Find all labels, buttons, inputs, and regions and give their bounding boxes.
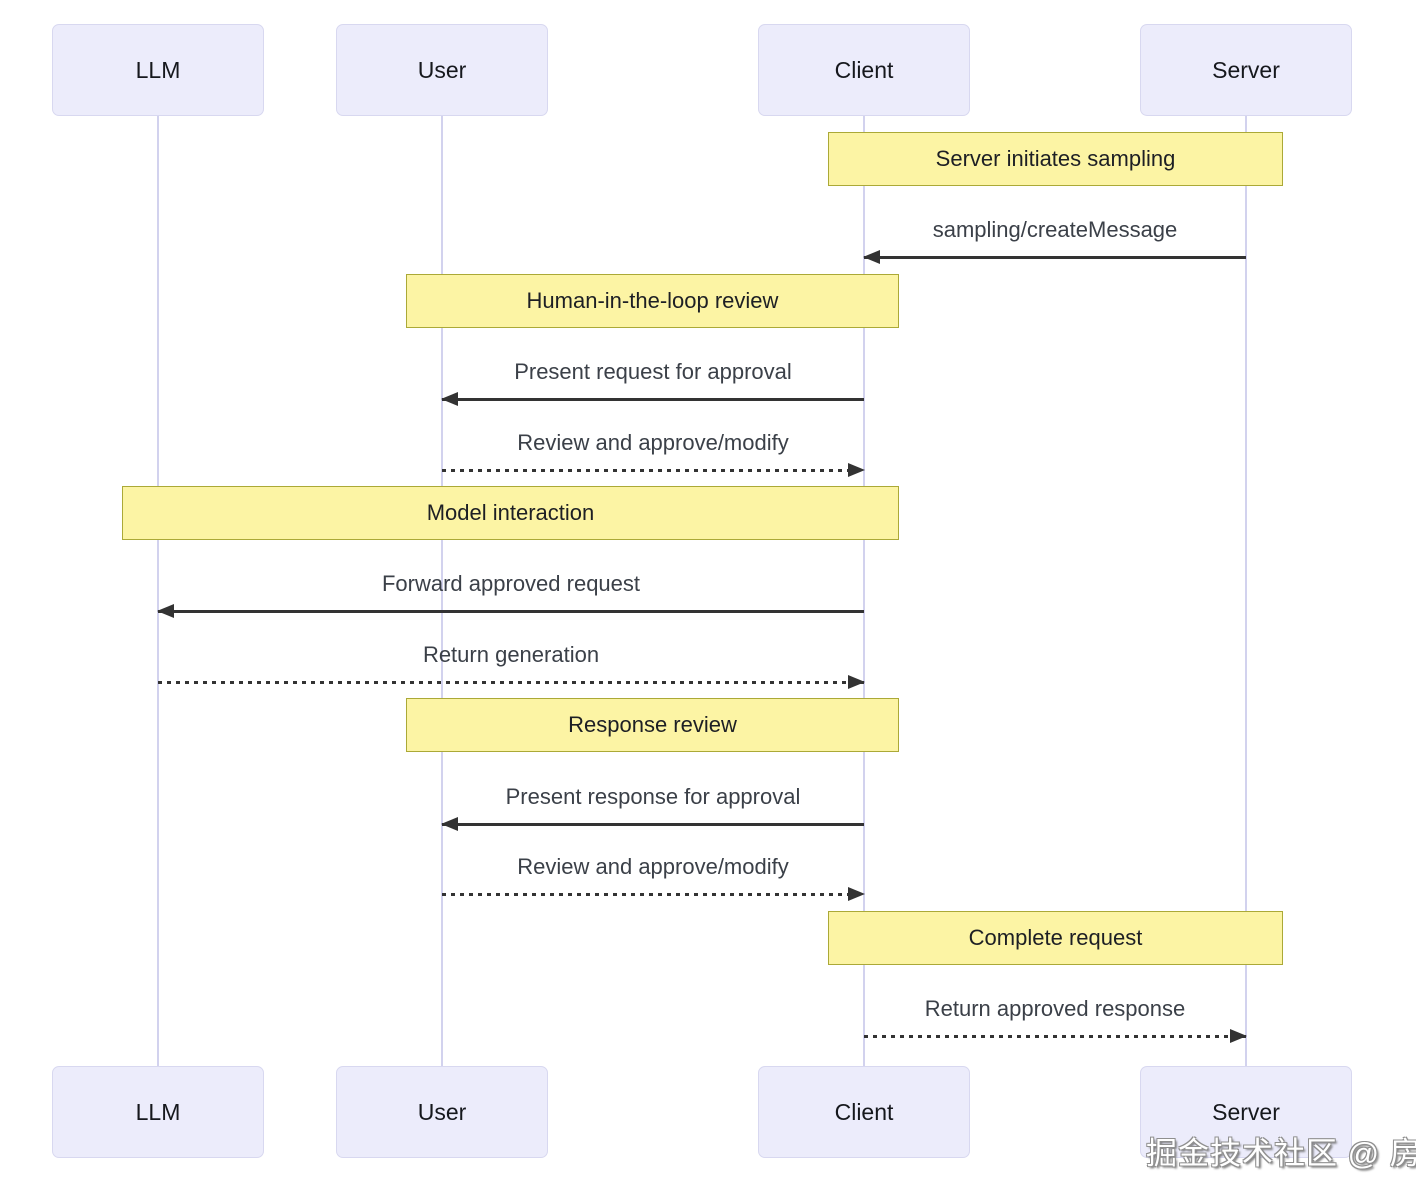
message-label-review-approve-2: Review and approve/modify <box>517 854 789 879</box>
note-label: Model interaction <box>426 500 595 525</box>
arrow-line <box>442 823 864 826</box>
message-label-present-response: Present response for approval <box>505 784 801 809</box>
arrow-line <box>864 1035 1246 1038</box>
actor-llm-bottom: LLM <box>52 1066 264 1158</box>
actor-server-bottom: Server <box>1140 1066 1352 1158</box>
arrow-sampling-createmessage <box>863 250 1246 264</box>
actor-label: LLM <box>135 1098 181 1125</box>
arrow-return-generation <box>158 675 865 689</box>
lifeline-llm <box>157 116 159 1066</box>
arrowhead-right-icon <box>1230 1029 1247 1043</box>
arrowhead-right-icon <box>848 675 865 689</box>
arrow-review-approve-2 <box>442 887 865 901</box>
actor-label: LLM <box>135 56 181 83</box>
message-label-present-request: Present request for approval <box>514 359 792 384</box>
actor-llm-top: LLM <box>52 24 264 116</box>
lifeline-server <box>1245 116 1247 1066</box>
actor-label: Server <box>1212 56 1280 83</box>
message-label-review-approve-1: Review and approve/modify <box>517 430 789 455</box>
arrow-review-approve-1 <box>442 463 865 477</box>
arrowhead-left-icon <box>441 817 458 831</box>
message-label-return-approved-response: Return approved response <box>924 996 1186 1021</box>
arrow-line <box>442 469 864 472</box>
note-complete-request: Complete request <box>828 911 1283 965</box>
arrow-line <box>158 610 864 613</box>
arrow-line <box>158 681 864 684</box>
note-response-review: Response review <box>406 698 899 752</box>
note-label: Complete request <box>968 925 1143 950</box>
arrow-line <box>864 256 1246 259</box>
lifeline-user <box>441 116 443 1066</box>
arrow-present-response <box>441 817 864 831</box>
arrowhead-left-icon <box>863 250 880 264</box>
actor-label: Client <box>834 1098 894 1125</box>
watermark: 掘金技术社区 @ 房杰 <box>1146 1136 1416 1171</box>
message-label-forward-approved-request: Forward approved request <box>381 571 641 596</box>
arrowhead-left-icon <box>157 604 174 618</box>
actor-label: Server <box>1212 1098 1280 1125</box>
actor-label: User <box>417 56 467 83</box>
message-label-sampling-createmessage: sampling/createMessage <box>932 217 1178 242</box>
actor-label: User <box>417 1098 467 1125</box>
actor-client-top: Client <box>758 24 970 116</box>
actor-server-top: Server <box>1140 24 1352 116</box>
note-label: Server initiates sampling <box>935 146 1176 171</box>
arrowhead-left-icon <box>441 392 458 406</box>
arrow-return-approved-response <box>864 1029 1247 1043</box>
note-server-initiates-sampling: Server initiates sampling <box>828 132 1283 186</box>
note-model-interaction: Model interaction <box>122 486 899 540</box>
actor-client-bottom: Client <box>758 1066 970 1158</box>
arrow-line <box>442 893 864 896</box>
note-label: Response review <box>568 712 737 737</box>
arrow-present-request <box>441 392 864 406</box>
note-label: Human-in-the-loop review <box>526 288 779 313</box>
arrow-forward-approved-request <box>157 604 864 618</box>
arrow-line <box>442 398 864 401</box>
arrowhead-right-icon <box>848 887 865 901</box>
arrowhead-right-icon <box>848 463 865 477</box>
message-label-return-generation: Return generation <box>422 642 600 667</box>
note-human-in-the-loop-review: Human-in-the-loop review <box>406 274 899 328</box>
actor-label: Client <box>834 56 894 83</box>
actor-user-bottom: User <box>336 1066 548 1158</box>
lifeline-client <box>863 116 865 1066</box>
actor-user-top: User <box>336 24 548 116</box>
